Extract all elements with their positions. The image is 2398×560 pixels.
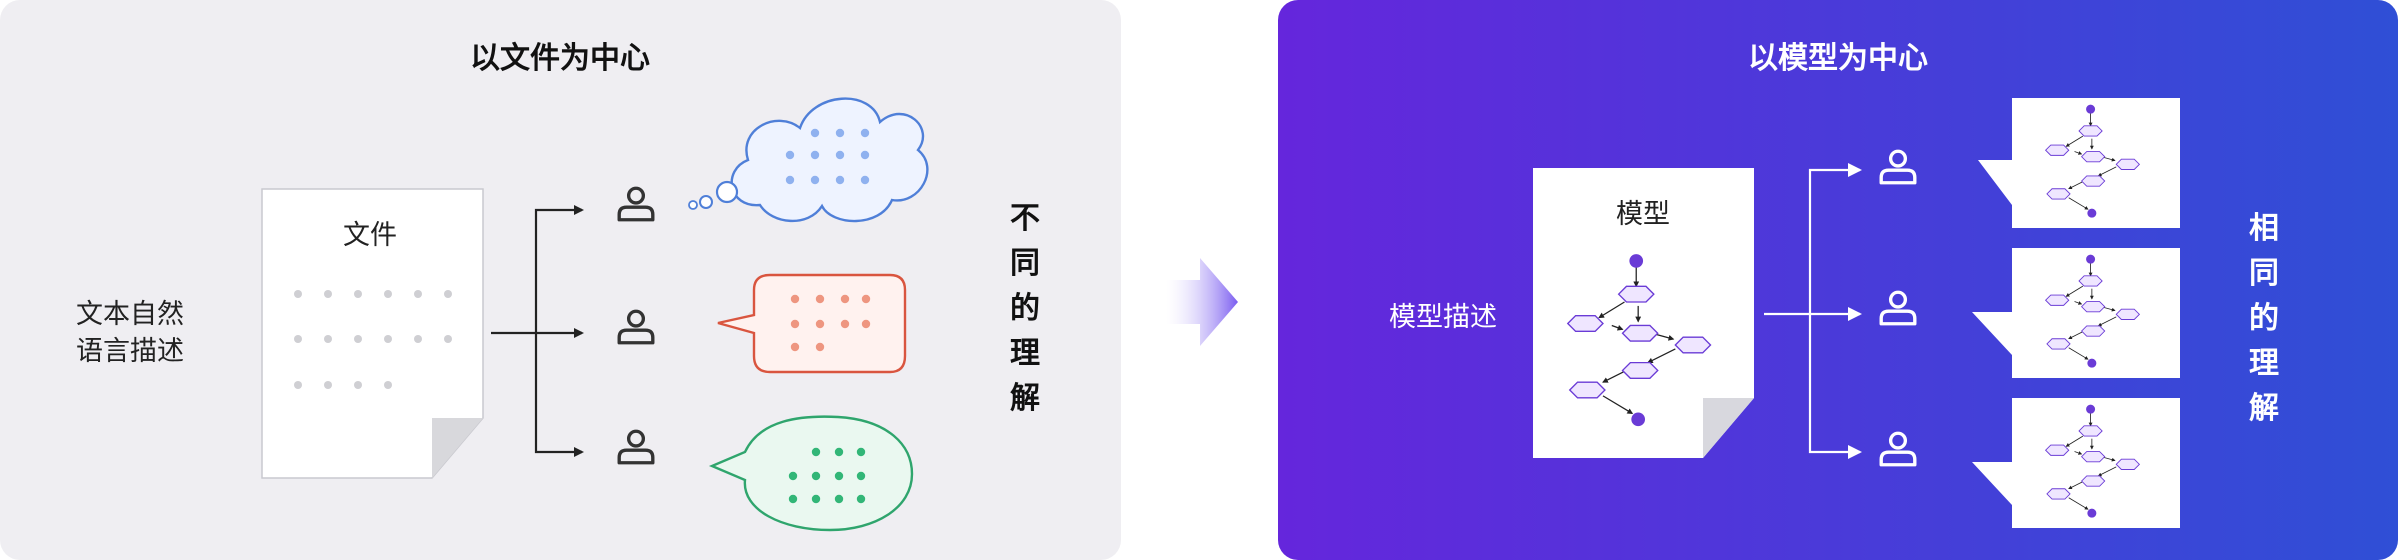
right-result-char: 的 (2249, 301, 2279, 336)
left-result-text: 不 同 的 理 解 (1010, 201, 1040, 416)
speech-bubble-icon (717, 273, 907, 374)
left-result-char: 解 (1010, 381, 1040, 416)
speech-bubble-icon (1972, 248, 2180, 378)
left-input-label-line-1: 文本自然 (76, 299, 184, 330)
branch-arrows-white (1764, 163, 1862, 459)
left-panel-background (0, 0, 1121, 560)
arrow-right-icon (1166, 258, 1238, 346)
document-label: 文件 (343, 220, 397, 251)
model-document-label: 模型 (1616, 199, 1670, 230)
document-icon: 模型 (1533, 168, 1754, 458)
thought-cloud-icon (688, 97, 929, 223)
right-result-char: 相 (2249, 211, 2279, 246)
left-panel: 以文件为中心 文本自然 语言描述 文件 (0, 0, 1121, 560)
document-icon: 文件 (261, 188, 484, 479)
right-panel-background (1278, 0, 2398, 560)
right-result-char: 解 (2249, 391, 2279, 426)
left-panel-title: 以文件为中心 (470, 41, 650, 76)
speech-bubble-icon (708, 415, 914, 532)
right-input-label: 模型描述 (1389, 302, 1497, 333)
left-result-char: 的 (1010, 291, 1040, 326)
right-panel: 以模型为中心 模型描述 模型 (1278, 0, 2398, 560)
speech-bubble-icon (1978, 98, 2180, 228)
right-result-text: 相 同 的 理 解 (2249, 211, 2279, 426)
branch-arrows (491, 205, 584, 457)
right-result-char: 理 (2249, 346, 2279, 381)
left-input-label-line-2: 语言描述 (76, 336, 184, 367)
right-panel-title: 以模型为中心 (1748, 41, 1928, 76)
right-result-char: 同 (2249, 256, 2279, 291)
left-result-char: 不 (1010, 201, 1040, 236)
document-text-dots (294, 290, 452, 389)
speech-bubble-icon (1972, 398, 2180, 528)
left-result-char: 理 (1010, 336, 1040, 371)
left-result-char: 同 (1010, 246, 1040, 281)
